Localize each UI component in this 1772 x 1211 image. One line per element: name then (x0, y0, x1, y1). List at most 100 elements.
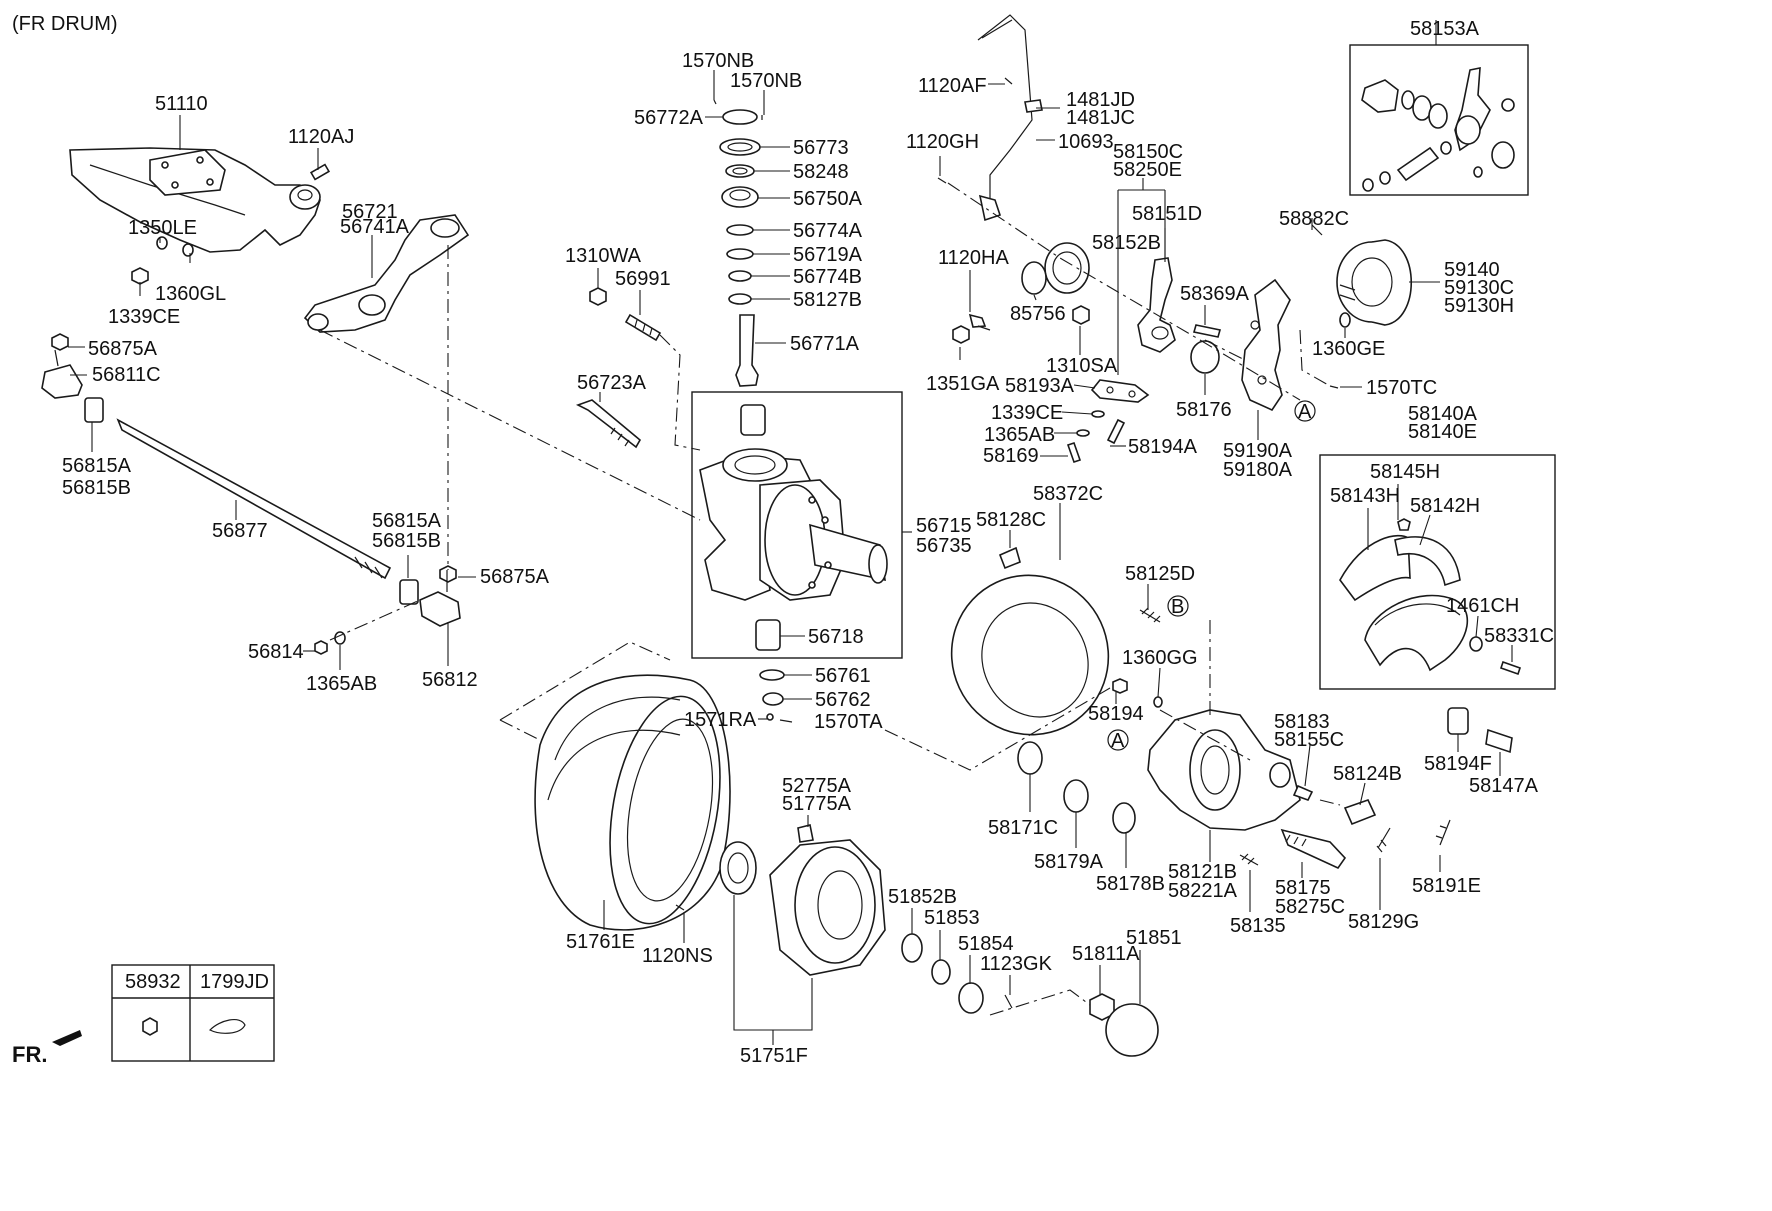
kingpin-stack (713, 99, 793, 723)
callout: 51853 (924, 907, 980, 929)
brake-drum (534, 674, 731, 931)
callout: 52775A (782, 775, 852, 797)
callout: 58150C (1113, 141, 1183, 163)
callout: 56815B (62, 477, 131, 499)
callout: 56875A (480, 566, 550, 588)
callout: 58169 (983, 445, 1039, 467)
callout: 56991 (615, 268, 671, 290)
callout: 56750A (793, 188, 863, 210)
tie-rod-assembly (41, 333, 461, 655)
callout: 51751F (740, 1045, 808, 1067)
callout: 58140A (1408, 403, 1478, 425)
callout: 51761E (566, 931, 635, 953)
callout: 58135 (1230, 915, 1286, 937)
brake-shoe-parts (1339, 518, 1522, 676)
circle-ref-a-left (1107, 729, 1129, 751)
callout: 1481JD (1066, 89, 1135, 111)
callout: 1365AB (306, 673, 377, 695)
callout: 56811C (92, 364, 161, 386)
callout: 59190A (1223, 440, 1293, 462)
callout: 58175 (1275, 877, 1331, 899)
callout: 58153A (1410, 18, 1480, 40)
front-direction-arrow-icon (52, 1030, 82, 1046)
callout: 58152B (1092, 232, 1161, 254)
callout: 56719A (793, 244, 863, 266)
steering-arm (303, 214, 470, 333)
callout: 58194F (1424, 753, 1492, 775)
callout: 1570NB (730, 70, 802, 92)
callout: 56812 (422, 669, 478, 691)
callout: 51811A (1072, 943, 1140, 965)
slack-adjuster-parts (952, 242, 1339, 464)
diagram-title: (FR DRUM) (12, 13, 118, 35)
callout: 1481JC (1066, 107, 1135, 129)
callout: 58191E (1412, 875, 1481, 897)
callout: 56735 (916, 535, 972, 557)
callout: 56774B (793, 266, 862, 288)
callout: 1339CE (991, 402, 1063, 424)
callout: 1360GE (1312, 338, 1385, 360)
knuckle-group-box (691, 391, 903, 659)
callout: 1120HA (938, 247, 1009, 269)
callout: 58194 (1088, 703, 1144, 725)
callout: 1123GK (980, 953, 1053, 975)
callout: 1360GG (1122, 647, 1198, 669)
brake-chamber (1311, 224, 1412, 328)
callout: 51854 (958, 933, 1014, 955)
callout: 1351GA (926, 373, 1000, 395)
callout: 58140E (1408, 421, 1477, 443)
callout: 56875A (88, 338, 158, 360)
callout: 58275C (1275, 896, 1345, 918)
callout: 58248 (793, 161, 849, 183)
wheel-hub (719, 824, 886, 976)
callout: 1360GL (155, 283, 226, 305)
callout: 1570TA (814, 711, 883, 733)
dust-shield (950, 546, 1110, 736)
callout: 58194A (1128, 436, 1198, 458)
callout: 58151D (1132, 203, 1202, 225)
callout-labels: 58153A 51110 1120AJ 56721 56741A 1350LE … (62, 18, 1554, 1067)
callout: 58124B (1333, 763, 1402, 785)
callout: 1120AJ (288, 126, 354, 148)
callout: 58125D (1125, 563, 1195, 585)
callout: 56761 (815, 665, 871, 687)
callout: 58155C (1274, 729, 1344, 751)
callout: 1120AF (918, 75, 987, 97)
callout: 1570TC (1366, 377, 1437, 399)
callout: 59180A (1223, 459, 1293, 481)
steering-knuckle (699, 448, 888, 601)
callout: 51110 (155, 93, 208, 115)
knuckle-fasteners (575, 287, 662, 449)
callout: 56741A (340, 216, 410, 238)
brake-shoe-kit-box (1319, 454, 1556, 690)
callout: 58882C (1279, 208, 1349, 230)
front-axle-beam (69, 147, 321, 253)
callout: 56772A (634, 107, 704, 129)
legend-col1: 58932 (125, 971, 181, 993)
callout: 58372C (1033, 483, 1103, 505)
callout: 58128C (976, 509, 1046, 531)
callout: 58147A (1469, 775, 1539, 797)
callout: 1120GH (906, 131, 979, 153)
callout: 58221A (1168, 880, 1238, 902)
callout: 10693 (1058, 131, 1114, 153)
callout: 58183 (1274, 711, 1330, 733)
assembly-lines (319, 182, 1341, 1016)
callout: 56814 (248, 641, 304, 663)
abs-sensor-cable (937, 14, 1043, 222)
callout: 1310WA (565, 245, 642, 267)
callout: 59130H (1444, 295, 1514, 317)
callout: 56815A (372, 510, 442, 532)
callout: 56718 (808, 626, 864, 648)
callout: 58121B (1168, 861, 1237, 883)
leader-lines (68, 20, 1513, 1045)
kit-58153A-parts (1361, 67, 1515, 192)
legend-col2: 1799JD (200, 971, 269, 993)
callout: 51851 (1126, 927, 1182, 949)
callout: 1365AB (984, 424, 1055, 446)
callout: 58129G (1348, 911, 1419, 933)
circle-ref-b (1167, 595, 1189, 617)
callout: 58331C (1484, 625, 1554, 647)
circle-ref-a-right (1294, 400, 1316, 422)
